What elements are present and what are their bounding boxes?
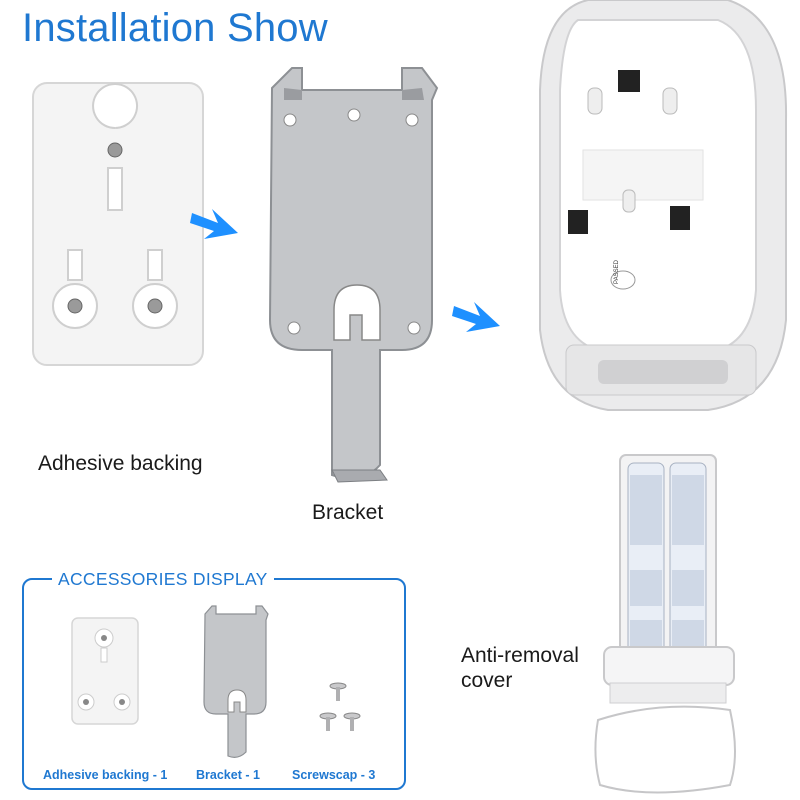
- screws-image: [319, 682, 361, 731]
- anti-removal-label: Anti-removal: [461, 644, 579, 667]
- bracket-small-image: [203, 605, 269, 758]
- accessories-display-title: ACCESSORIES DISPLAY: [52, 569, 274, 590]
- arrow-right-icon: [190, 209, 238, 239]
- arrow-right-icon: [452, 302, 500, 332]
- cover-label: cover: [461, 669, 513, 692]
- accessory-label-screwscap: Screwscap - 3: [292, 768, 376, 782]
- accessory-label-bracket: Bracket - 1: [196, 768, 260, 782]
- bracket-image: [268, 67, 439, 483]
- bracket-label: Bracket: [312, 501, 384, 524]
- page-title: Installation Show: [22, 6, 328, 50]
- adhesive-backing-label: Adhesive backing: [38, 452, 203, 475]
- battery-pack-image: [594, 454, 736, 794]
- adhesive-backing-image: [32, 82, 204, 366]
- device-back-image: [539, 0, 788, 411]
- passed-stamp: PASSED: [613, 260, 620, 284]
- adhesive-backing-small-image: [71, 617, 139, 725]
- accessory-label-adhesive: Adhesive backing - 1: [43, 768, 168, 782]
